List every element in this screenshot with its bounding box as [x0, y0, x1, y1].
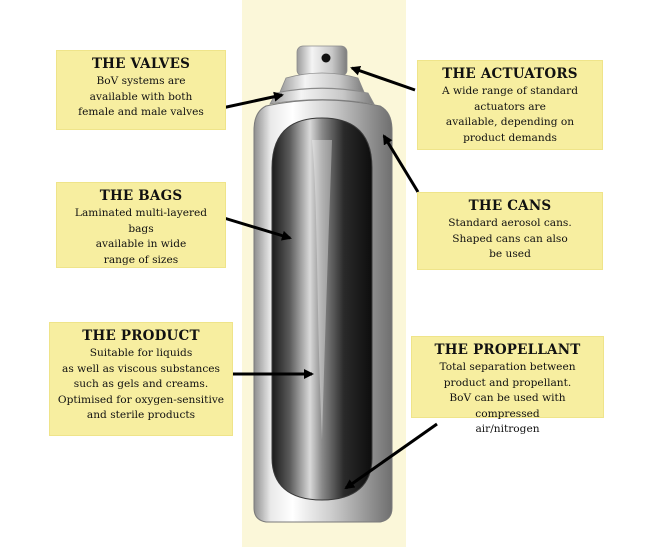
propellant-line: Total separation between: [439, 361, 576, 373]
actuators-arrow: [350, 65, 416, 92]
cans-title: THE CANS: [468, 198, 552, 214]
cans-label-box: THE CANS Standard aerosol cans. Shaped c…: [417, 192, 603, 270]
propellant-line: air/nitrogen: [475, 423, 540, 435]
propellant-label-box: THE PROPELLANT Total separation between …: [411, 336, 604, 435]
bag-cutaway: [271, 117, 373, 501]
valve-cup: [269, 72, 375, 105]
valves-label-box: THE VALVES BoV systems are available wit…: [56, 50, 226, 130]
bags-label-box: THE BAGS Laminated multi-layered bags av…: [56, 182, 226, 268]
propellant-line: product and propellant.: [443, 376, 572, 389]
bags-line: range of sizes: [103, 253, 179, 266]
actuators-title: THE ACTUATORS: [442, 66, 578, 82]
propellant-arrow: [344, 422, 438, 490]
bags-arrow: [223, 216, 292, 241]
product-line: as well as viscous substances: [62, 362, 220, 375]
cans-arrow: [382, 134, 420, 193]
propellant-title: THE PROPELLANT: [434, 342, 581, 358]
valves-title: THE VALVES: [91, 56, 191, 72]
valves-line: available with both: [89, 90, 193, 103]
valves-line: BoV systems are: [96, 75, 186, 87]
valves-line: female and male valves: [78, 106, 204, 118]
cans-line: Shaped cans can also: [452, 232, 568, 245]
product-line: and sterile products: [86, 409, 196, 421]
bags-line: Laminated multi-layered bags: [74, 207, 208, 235]
product-label-box: THE PRODUCT Suitable for liquids as well…: [49, 322, 233, 436]
actuators-line: available, depending on: [445, 116, 575, 128]
product-line: such as gels and creams.: [73, 378, 209, 390]
actuators-line: product demands: [463, 131, 557, 144]
product-line: Suitable for liquids: [89, 347, 193, 359]
product-line: Optimised for oxygen-sensitive: [57, 393, 225, 406]
cans-line: Standard aerosol cans.: [448, 217, 572, 229]
actuators-line: actuators are: [474, 100, 546, 113]
product-title: THE PRODUCT: [82, 328, 200, 344]
actuators-label-box: THE ACTUATORS A wide range of standard a…: [417, 60, 603, 150]
valves-arrow: [221, 91, 284, 110]
bags-line: available in wide: [95, 238, 187, 250]
bag-highlight: [312, 140, 332, 440]
propellant-line: BoV can be used with compressed: [449, 392, 566, 420]
cans-line: be used: [489, 248, 531, 260]
actuators-line: A wide range of standard: [442, 85, 578, 97]
actuator-cap: [296, 45, 348, 77]
bags-title: THE BAGS: [99, 188, 183, 204]
